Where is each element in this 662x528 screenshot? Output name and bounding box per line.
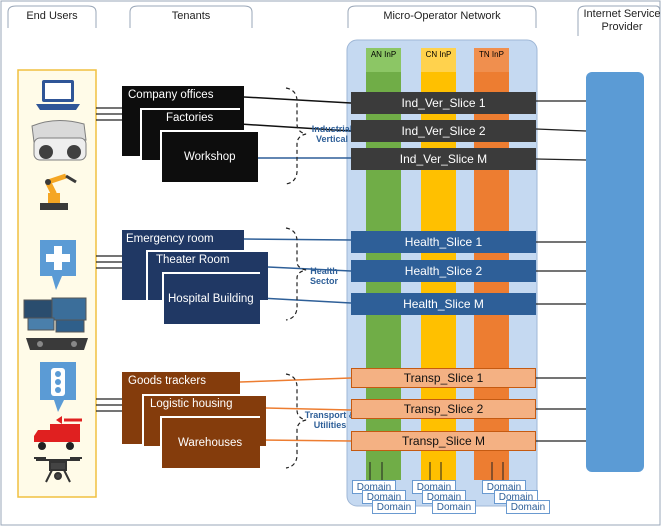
tenant-hospital-building: Hospital Building: [162, 272, 260, 324]
tenant-warehouses: Warehouses: [160, 416, 260, 468]
vr-headset-icon: [31, 120, 87, 161]
tenant-label: Hospital Building: [168, 293, 254, 305]
monitors-icon: [23, 297, 88, 350]
slice-ind-ver-m: Ind_Ver_Slice M: [351, 148, 536, 170]
slice-ind-ver-2: Ind_Ver_Slice 2: [351, 120, 536, 142]
slice-transp-2: Transp_Slice 2: [351, 399, 536, 419]
user-tenant-lines: [96, 107, 124, 412]
isp-bar: [586, 72, 644, 472]
sector-industrial-label: Industrial Vertical: [311, 124, 353, 144]
tenant-label: Workshop: [184, 151, 236, 163]
tenant-label: Goods trackers: [128, 375, 206, 387]
isp-header: Internet Service Provider: [583, 8, 661, 33]
slice-isp-lines: [535, 100, 587, 442]
domain-box: Domain: [372, 500, 416, 514]
sector-health-label: Health Sector: [309, 266, 338, 286]
slice-transp-m: Transp_Slice M: [351, 431, 536, 451]
slice-transp-1: Transp_Slice 1: [351, 368, 536, 388]
network-tab: [347, 5, 537, 28]
domain-box: Domain: [506, 500, 550, 514]
slice-health-2: Health_Slice 2: [351, 260, 536, 282]
slice-ind-ver-1: Ind_Ver_Slice 1: [351, 92, 536, 114]
traffic-light-icon: [40, 362, 76, 412]
robot-arm-icon: [40, 173, 77, 210]
medical-cross-icon: [40, 240, 76, 290]
tenant-label: Warehouses: [178, 437, 243, 449]
tn-inp-label: TN InP: [479, 50, 504, 59]
cn-inp-label: CN InP: [425, 50, 452, 59]
tenants-header: Tenants: [171, 10, 211, 22]
tenant-label: Company offices: [128, 89, 214, 101]
delivery-truck-icon: [34, 416, 82, 450]
tenant-label: Factories: [166, 112, 214, 124]
an-inp-header: [366, 48, 401, 72]
domain-box: Domain: [432, 500, 476, 514]
end-users-tab: [7, 5, 97, 28]
sector-transport-label: Transport & Utilities: [304, 410, 356, 430]
end-users-header: End Users: [26, 10, 78, 22]
tenant-workshop: Workshop: [160, 130, 258, 182]
isp-tab: [577, 5, 661, 36]
tenant-label: Emergency room: [126, 233, 214, 245]
cn-inp-header: [421, 48, 456, 72]
tn-inp-header: [474, 48, 509, 72]
tenant-label: Theater Room: [156, 254, 230, 266]
tenant-label: Logistic housing: [150, 398, 233, 410]
sector-braces: [285, 87, 307, 469]
laptop-icon: [36, 80, 80, 110]
drone-icon: [34, 457, 82, 483]
slice-health-m: Health_Slice M: [351, 293, 536, 315]
network-header: Micro-Operator Network: [383, 10, 501, 22]
an-inp-label: AN InP: [370, 50, 397, 59]
tenants-tab: [129, 5, 253, 28]
slice-health-1: Health_Slice 1: [351, 231, 536, 253]
